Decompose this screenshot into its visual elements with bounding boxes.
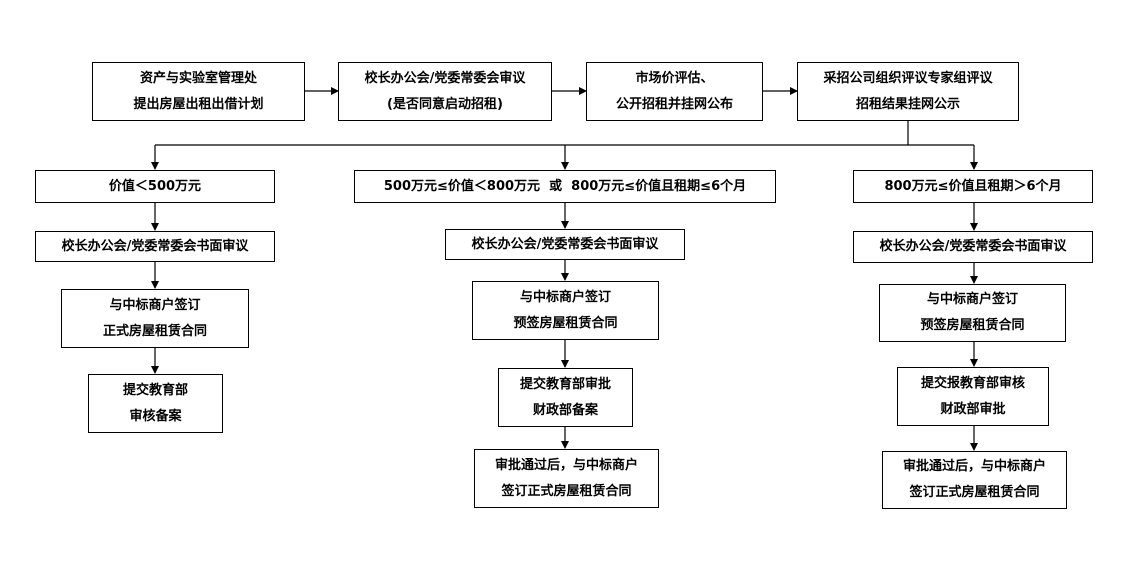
middle-final-contract-line1: 审批通过后，与中标商户 bbox=[494, 457, 638, 473]
right-written-review: 校长办公会/党委常委会书面审议 bbox=[853, 231, 1093, 263]
left-submit-ministry-line1: 提交教育部 bbox=[122, 382, 188, 398]
right-sign-precontract: 与中标商户签订 预签房屋租赁合同 bbox=[879, 284, 1066, 342]
right-condition-text: 800万元≤价值且租期＞6个月 bbox=[884, 178, 1062, 194]
middle-submit-ministry-line2: 财政部备案 bbox=[532, 402, 598, 418]
middle-sign-precontract-line2: 预签房屋租赁合同 bbox=[513, 315, 618, 331]
middle-condition: 500万元≤价值＜800万元 或 800万元≤价值且租期≤6个月 bbox=[354, 170, 776, 203]
middle-final-contract: 审批通过后，与中标商户 签订正式房屋租赁合同 bbox=[474, 449, 659, 508]
right-sign-precontract-line2: 预签房屋租赁合同 bbox=[920, 318, 1025, 333]
middle-final-contract-line2: 签订正式房屋租赁合同 bbox=[501, 483, 632, 499]
right-submit-ministry-line2: 财政部审批 bbox=[940, 401, 1006, 417]
step-propose-plan: 资产与实验室管理处 提出房屋出租出借计划 bbox=[92, 62, 305, 121]
middle-written-review-text: 校长办公会/党委常委会书面审议 bbox=[471, 236, 659, 252]
left-sign-contract-line1: 与中标商户签订 bbox=[109, 297, 201, 313]
right-submit-ministry: 提交报教育部审核 财政部审批 bbox=[897, 367, 1049, 426]
middle-written-review: 校长办公会/党委常委会书面审议 bbox=[445, 229, 685, 260]
step-expert-review: 采招公司组织评议专家组评议 招租结果挂网公示 bbox=[797, 62, 1019, 121]
step-expert-review-line2: 招租结果挂网公示 bbox=[855, 96, 960, 112]
step-propose-plan-line1: 资产与实验室管理处 bbox=[139, 70, 257, 86]
step-market-evaluation-line2: 公开招租并挂网公布 bbox=[615, 96, 733, 112]
left-written-review: 校长办公会/党委常委会书面审议 bbox=[35, 231, 275, 262]
left-written-review-text: 校长办公会/党委常委会书面审议 bbox=[61, 238, 249, 254]
left-sign-contract-line2: 正式房屋租赁合同 bbox=[102, 323, 207, 339]
right-final-contract-line2: 签订正式房屋租赁合同 bbox=[909, 485, 1040, 500]
left-submit-ministry: 提交教育部 审核备案 bbox=[88, 374, 223, 433]
step-expert-review-line1: 采招公司组织评议专家组评议 bbox=[823, 70, 993, 86]
right-final-contract-line1: 审批通过后，与中标商户 bbox=[902, 459, 1046, 474]
step-market-evaluation-line1: 市场价评估、 bbox=[635, 70, 714, 86]
right-submit-ministry-line1: 提交报教育部审核 bbox=[920, 375, 1025, 391]
step-president-review: 校长办公会/党委常委会审议 (是否同意启动招租) bbox=[338, 62, 552, 121]
left-condition-text: 价值＜500万元 bbox=[108, 178, 202, 194]
left-sign-contract: 与中标商户签订 正式房屋租赁合同 bbox=[61, 289, 249, 348]
middle-sign-precontract: 与中标商户签订 预签房屋租赁合同 bbox=[472, 281, 659, 340]
step-president-review-line1: 校长办公会/党委常委会审议 bbox=[364, 70, 526, 86]
step-president-review-line2: (是否同意启动招租) bbox=[387, 96, 503, 112]
right-final-contract: 审批通过后，与中标商户 签订正式房屋租赁合同 bbox=[882, 451, 1067, 509]
step-propose-plan-line2: 提出房屋出租出借计划 bbox=[133, 96, 264, 112]
step-market-evaluation: 市场价评估、 公开招租并挂网公布 bbox=[586, 62, 763, 121]
middle-submit-ministry: 提交教育部审批 财政部备案 bbox=[498, 368, 633, 427]
right-sign-precontract-line1: 与中标商户签订 bbox=[926, 292, 1018, 307]
left-condition: 价值＜500万元 bbox=[35, 170, 275, 203]
middle-sign-precontract-line1: 与中标商户签订 bbox=[519, 289, 611, 305]
left-submit-ministry-line2: 审核备案 bbox=[129, 408, 182, 424]
middle-condition-text: 500万元≤价值＜800万元 或 800万元≤价值且租期≤6个月 bbox=[383, 178, 747, 194]
middle-submit-ministry-line1: 提交教育部审批 bbox=[519, 376, 611, 392]
right-written-review-text: 校长办公会/党委常委会书面审议 bbox=[879, 239, 1067, 254]
right-condition: 800万元≤价值且租期＞6个月 bbox=[853, 170, 1093, 203]
